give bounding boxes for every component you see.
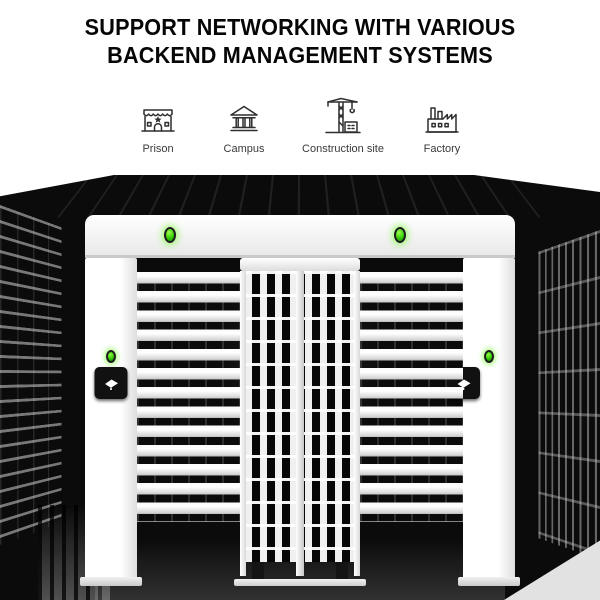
campus-building-icon [230, 105, 258, 132]
cage-center-pole [296, 271, 304, 576]
use-case-factory: Factory [414, 104, 470, 155]
turnstile-right-post [447, 258, 520, 586]
prison-building-icon [141, 109, 175, 132]
use-case-label: Factory [423, 143, 461, 155]
center-rotor-cage [234, 258, 366, 586]
rotor-arms-left-lane [137, 272, 240, 522]
indicator-light-green-left [164, 227, 176, 243]
card-reader-left [94, 367, 128, 399]
use-case-construction-site: Construction site [302, 96, 384, 155]
cage-foot [252, 562, 264, 579]
tower-crane-icon [325, 97, 361, 134]
cage-foot [336, 562, 348, 579]
turnstile-gate [0, 175, 600, 600]
header: SUPPORT NETWORKING WITH VARIOUS BACKEND … [0, 0, 600, 69]
cage-frame-column [354, 271, 360, 576]
scene-prison-corridor [0, 175, 600, 600]
post-base-plate [80, 577, 142, 586]
cage-top-beam [240, 258, 360, 271]
title-line-1: SUPPORT NETWORKING WITH VARIOUS [84, 14, 516, 40]
page-title: SUPPORT NETWORKING WITH VARIOUS BACKEND … [18, 13, 582, 69]
use-case-label: Campus [223, 143, 265, 155]
hand-card-icon [104, 379, 118, 390]
indicator-light-green-post [484, 350, 494, 363]
indicator-light-green-right [394, 227, 406, 243]
title-line-2: BACKEND MANAGEMENT SYSTEMS [107, 42, 493, 68]
indicator-light-green-post [106, 350, 116, 363]
turnstile-left-post [80, 258, 142, 586]
cage-frame-column [240, 271, 246, 576]
use-case-label: Construction site [302, 143, 384, 155]
cage-floor-plate [234, 579, 366, 586]
turnstile-top-beam [85, 215, 515, 258]
use-case-prison: Prison [130, 102, 186, 155]
use-case-row: Prison Campus [0, 96, 600, 155]
use-case-label: Prison [142, 143, 174, 155]
rotor-arms-right-lane [360, 272, 463, 522]
factory-icon [425, 107, 459, 133]
post-base-plate [458, 577, 520, 586]
use-case-campus: Campus [216, 102, 272, 155]
